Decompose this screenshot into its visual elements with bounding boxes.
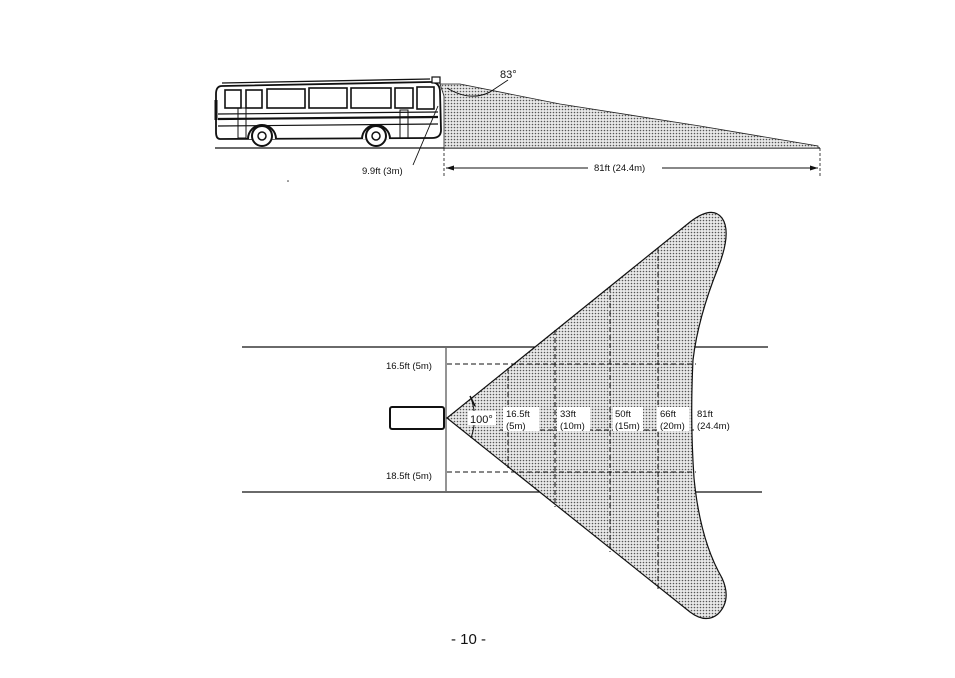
side-range-label: 81ft (24.4m) — [594, 163, 645, 174]
top-view: 16.5ft (5m) 18.5ft (5m) 100° 16.5ft (5m)… — [242, 212, 768, 618]
bus-illustration — [216, 77, 441, 146]
distance-m-1: (5m) — [506, 421, 526, 432]
side-beam-area — [440, 84, 818, 148]
side-view: 83° 9.9ft (3m) 81ft (24.4m) — [215, 69, 820, 182]
distance-ft-3: 50ft — [615, 409, 631, 420]
lateral-lower-label: 18.5ft (5m) — [386, 471, 432, 482]
top-angle-label: 100° — [470, 414, 493, 426]
side-angle-label: 83° — [500, 69, 517, 81]
side-angle-leader — [490, 80, 508, 92]
distance-ft-4: 66ft — [660, 409, 676, 420]
distance-ft-2: 33ft — [560, 409, 576, 420]
distance-m-2: (10m) — [560, 421, 585, 432]
distance-m-4: (20m) — [660, 421, 685, 432]
bus-top-view — [390, 407, 444, 429]
distance-ft-5: 81ft — [697, 409, 713, 420]
distance-m-3: (15m) — [615, 421, 640, 432]
bus-height-label: 9.9ft (3m) — [362, 166, 403, 177]
distance-m-5: (24.4m) — [697, 421, 730, 432]
page-number: - 10 - — [451, 631, 486, 648]
distance-labels: 16.5ft (5m) 33ft (10m) 50ft (15m) 66ft (… — [503, 407, 730, 432]
lateral-upper-label: 16.5ft (5m) — [386, 361, 432, 372]
distance-ft-1: 16.5ft — [506, 409, 530, 420]
